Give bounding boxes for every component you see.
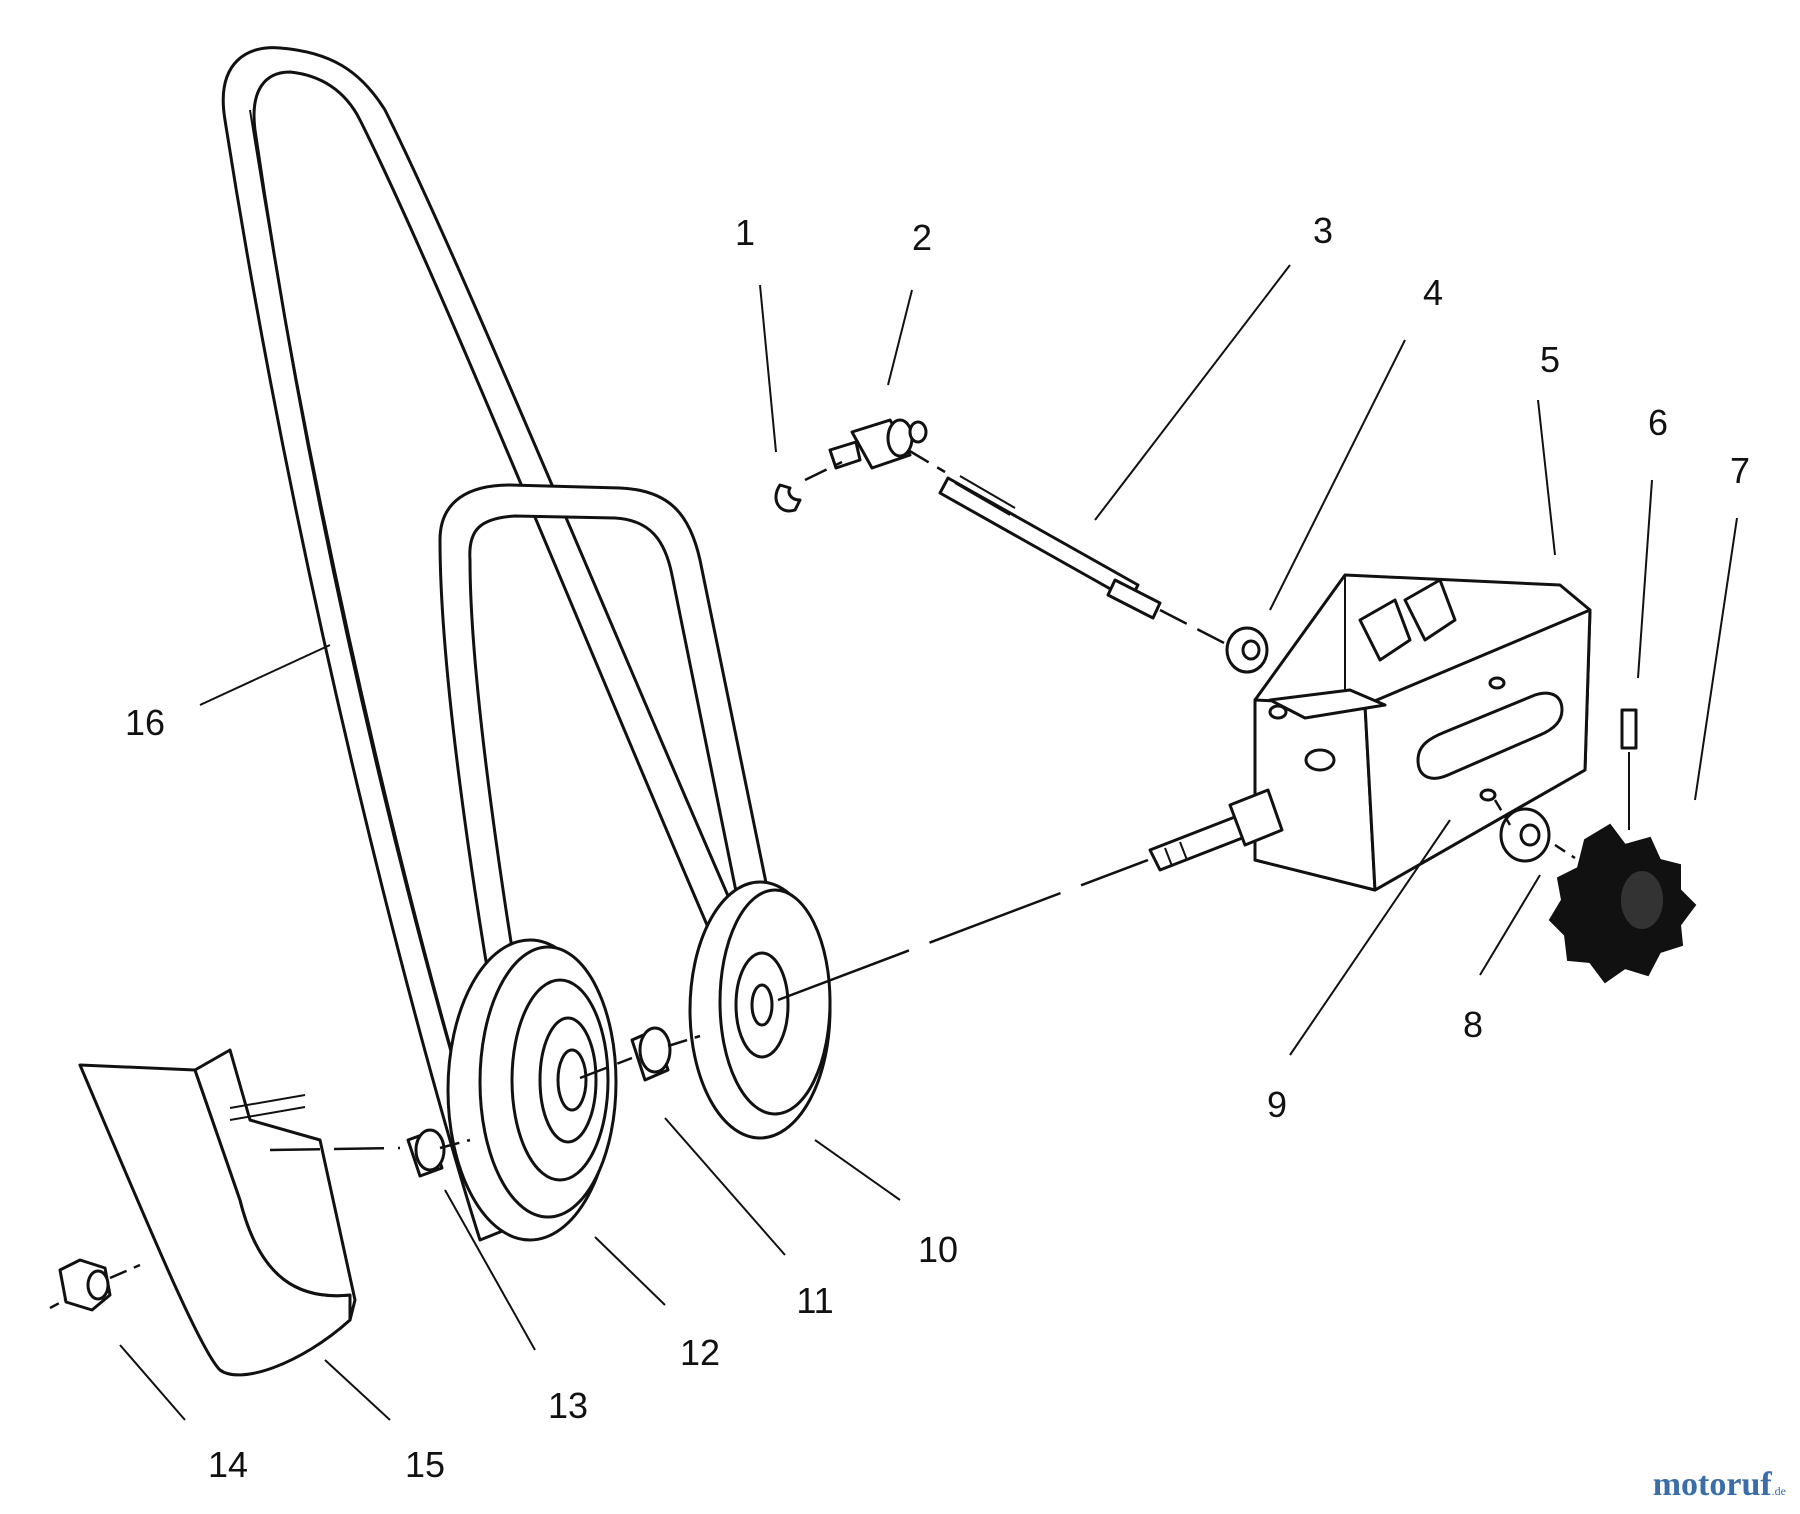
leader-lines (119, 264, 1738, 1421)
leader-3 (1094, 264, 1291, 521)
short-belt (438, 483, 792, 1152)
part-8-washer (1499, 807, 1551, 863)
callout-14: 14 (208, 1444, 248, 1485)
leader-15 (324, 1359, 391, 1421)
callout-8: 8 (1463, 1004, 1483, 1045)
part-13-spacer (406, 1128, 446, 1178)
callout-16: 16 (125, 702, 165, 743)
watermark-suffix: .de (1771, 1484, 1786, 1498)
leader-14 (119, 1344, 186, 1421)
assembly-axis-lines (49, 448, 1576, 1310)
callout-3: 3 (1313, 210, 1333, 251)
callout-5: 5 (1540, 339, 1560, 380)
leader-1 (759, 284, 777, 453)
part-11-spacer (630, 1026, 672, 1082)
watermark-text: motoruf (1652, 1466, 1772, 1503)
callout-1: 1 (735, 212, 755, 253)
leader-2 (887, 289, 913, 386)
part-10-idler-pulley (688, 880, 832, 1140)
part-14-nut (58, 1258, 112, 1312)
leader-4 (1269, 339, 1406, 611)
part-6-roll-pin (1620, 708, 1638, 830)
leader-5 (1537, 399, 1556, 556)
callout-12: 12 (680, 1332, 720, 1373)
part-9-bracket (1253, 573, 1592, 892)
part-4-washer (1225, 626, 1269, 674)
watermark-logo: motoruf.de (1653, 1466, 1786, 1504)
leader-6 (1637, 479, 1653, 679)
part-12-drive-pulley (446, 938, 618, 1242)
part-1-e-clip (774, 483, 802, 513)
callout-labels: 1 2 3 4 5 6 7 8 9 10 11 12 13 14 15 16 (125, 210, 1750, 1485)
callout-9: 9 (1267, 1084, 1287, 1125)
part-15-belt-guard (78, 1048, 357, 1377)
leader-9 (1289, 819, 1451, 1056)
callout-11: 11 (796, 1280, 833, 1321)
leader-16 (199, 644, 331, 706)
leader-11 (664, 1117, 786, 1256)
callout-4: 4 (1423, 272, 1443, 313)
leader-7 (1694, 517, 1738, 801)
part-3-adjusting-rod (938, 475, 1162, 620)
callout-7: 7 (1730, 450, 1750, 491)
callout-2: 2 (912, 217, 932, 258)
leader-10 (814, 1139, 901, 1201)
leader-8 (1479, 874, 1541, 976)
leader-12 (594, 1236, 666, 1306)
pivot-bolt (1148, 788, 1284, 872)
part-2-swivel (828, 418, 928, 470)
callout-10: 10 (918, 1229, 958, 1270)
part-7-star-knob (1548, 823, 1697, 984)
callout-15: 15 (405, 1444, 445, 1485)
callout-6: 6 (1648, 402, 1668, 443)
callout-13: 13 (548, 1385, 588, 1426)
leader-13 (444, 1189, 536, 1351)
